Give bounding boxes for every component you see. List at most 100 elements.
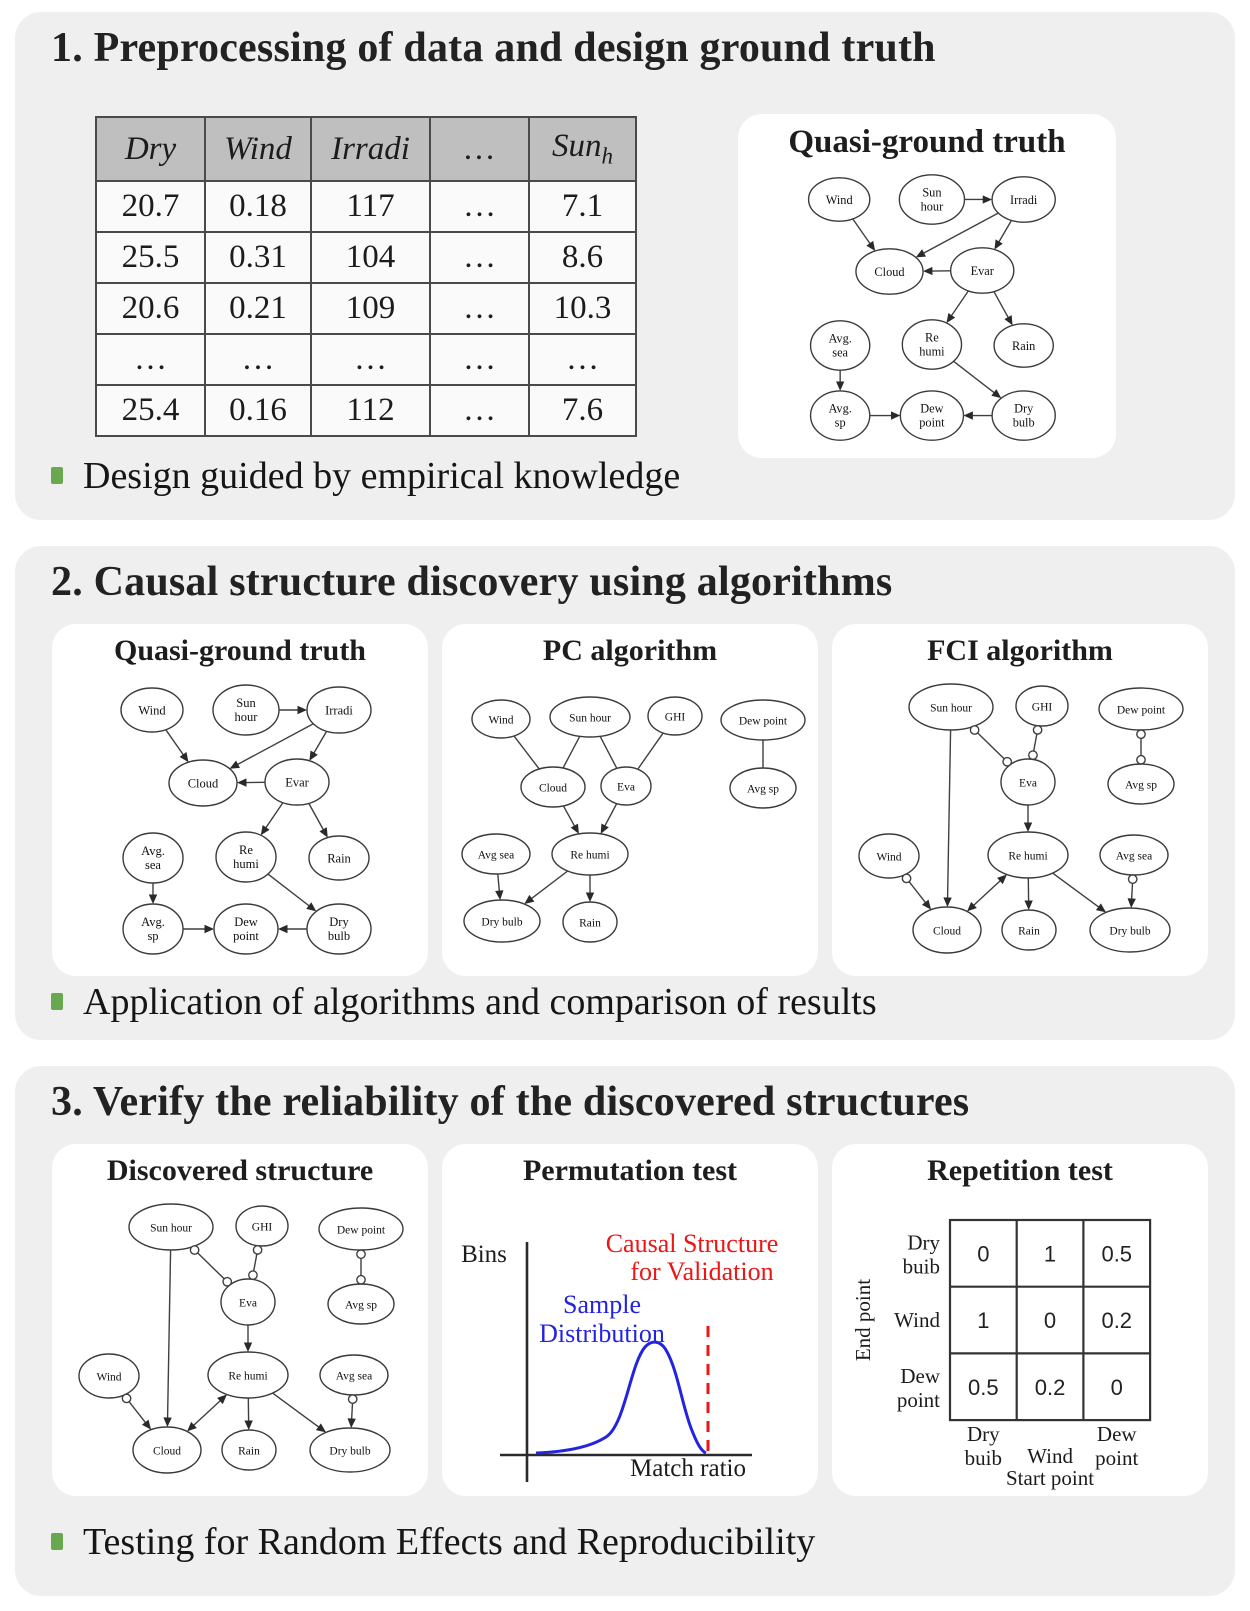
- table-cell: 25.4: [95, 384, 206, 437]
- node-label: Avg sp: [1125, 780, 1157, 792]
- node-label: Avg.sp: [828, 402, 851, 430]
- col-label: Wind: [1027, 1444, 1073, 1468]
- matrix-value: 0.5: [968, 1375, 999, 1400]
- matrix-value: 0: [1111, 1375, 1123, 1400]
- panel-title: FCI algorithm: [927, 634, 1113, 667]
- arrowhead: [278, 924, 288, 934]
- arrowhead: [163, 1417, 172, 1428]
- arrowhead: [243, 1342, 253, 1352]
- table-cell: 7.6: [528, 384, 637, 437]
- graph-edge: [562, 736, 581, 769]
- graph-node-avgsea: Avg sea: [461, 833, 531, 875]
- graph-node-cloud: Cloud: [132, 1426, 202, 1474]
- graph-node-rain: Rain: [308, 835, 370, 881]
- node-label: Sun hour: [150, 1223, 192, 1235]
- graph-node-avgsea: Avg.sea: [809, 320, 871, 371]
- graph-node-drybulb: Dry bulb: [1089, 907, 1171, 953]
- row-label: Wind: [894, 1308, 940, 1332]
- node-label: Rain: [579, 918, 601, 930]
- table-cell: 8.6: [528, 231, 637, 284]
- node-label: Dry bulb: [1109, 926, 1150, 938]
- node-label: Re humi: [1008, 851, 1047, 863]
- node-ellipse: [461, 833, 531, 875]
- graph-edge: [272, 1392, 321, 1429]
- table-cell: 112: [310, 384, 431, 437]
- node-ellipse: [1015, 685, 1069, 727]
- arrowhead: [495, 890, 504, 901]
- arrowhead: [946, 312, 956, 324]
- arrowhead: [1127, 898, 1136, 909]
- graph-node-rehumi: Re humi: [551, 832, 629, 876]
- arrowhead: [1095, 903, 1107, 913]
- matrix-value: 0: [1044, 1308, 1056, 1333]
- circle-endpoint: [969, 725, 980, 735]
- node-label: Avg sp: [345, 1300, 377, 1312]
- arrowhead: [921, 899, 932, 910]
- node-label: Avg.sea: [828, 332, 851, 360]
- graph-node-sunhour: Sun hour: [128, 1203, 214, 1251]
- graph-node-cloud: Cloud: [912, 906, 982, 954]
- bullet-square-icon: [51, 1533, 63, 1550]
- arrowhead: [315, 1423, 327, 1433]
- node-ellipse: [168, 759, 238, 807]
- matrix-value: 0.5: [1101, 1241, 1132, 1266]
- graph-node-ghi: GHI: [1015, 685, 1069, 727]
- node-label: Wind: [826, 193, 854, 207]
- bullet-text: Application of algorithms and comparison…: [83, 981, 877, 1023]
- node-ellipse: [549, 696, 631, 738]
- matrix-value: 0: [977, 1241, 989, 1266]
- node-label: Avg sea: [478, 850, 515, 862]
- node-ellipse: [132, 1426, 202, 1474]
- table-cell: 20.6: [95, 282, 206, 335]
- arrowhead: [836, 381, 845, 391]
- panel-title: Quasi-ground truth: [788, 124, 1066, 160]
- node-label: Re humi: [570, 850, 609, 862]
- x-axis-label: Match ratio: [630, 1455, 746, 1482]
- table-row: ……………: [95, 333, 637, 386]
- distribution-label-line1: Sample: [563, 1290, 641, 1319]
- graph-edge: [950, 290, 969, 317]
- graph-edge: [166, 1249, 172, 1420]
- node-label: Cloud: [933, 926, 961, 938]
- node-label: GHI: [252, 1222, 273, 1234]
- node-label: Wind: [96, 1372, 121, 1384]
- graph-edge: [852, 218, 872, 245]
- graph-edge: [972, 879, 1002, 907]
- arrowhead: [890, 411, 901, 420]
- table-header-cell: …: [429, 116, 530, 182]
- matrix-value: 0.2: [1035, 1375, 1066, 1400]
- graph-edge: [264, 802, 284, 830]
- node-ellipse: [78, 1353, 140, 1399]
- graph-node-cloud: Cloud: [855, 248, 924, 295]
- circle-endpoint: [189, 1245, 200, 1255]
- panel-title: Repetition test: [927, 1154, 1113, 1187]
- graph-node-wind: Wind: [120, 687, 184, 733]
- bullet-square-icon: [51, 993, 63, 1010]
- graph-edge: [637, 732, 664, 770]
- graph-node-avgsp: Avg sp: [1107, 763, 1175, 805]
- graph-node-avgsp: Avg.sp: [809, 390, 871, 441]
- matrix-border: [948, 1218, 1152, 1422]
- graph-node-ghi: GHI: [235, 1205, 289, 1247]
- graph-node-irradi: Irradi: [991, 176, 1056, 223]
- graph-node-wind: Wind: [471, 699, 531, 739]
- graph-node-avgsp: Avg.sp: [122, 903, 184, 955]
- start-point-axis-label: Start point: [1006, 1466, 1094, 1490]
- bullet-text: Design guided by empirical knowledge: [83, 455, 681, 497]
- node-label: Sun hour: [930, 703, 972, 715]
- node-ellipse: [908, 683, 994, 731]
- bullet-text: Testing for Random Effects and Reproduci…: [83, 1521, 816, 1563]
- circle-endpoint: [1032, 725, 1043, 735]
